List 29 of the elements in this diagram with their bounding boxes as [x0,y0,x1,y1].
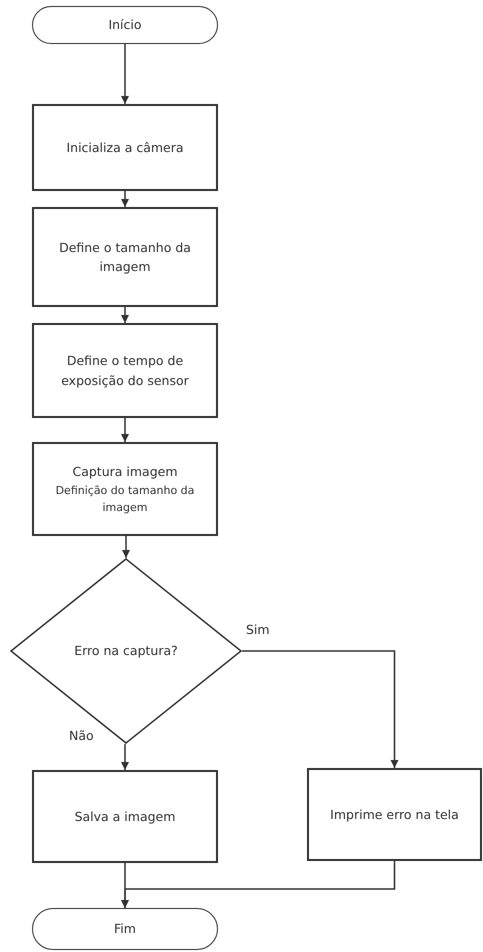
process-box [32,323,218,418]
decision-diamond [10,558,242,744]
node-label: Início [107,16,143,34]
node-label: Erro na captura? [73,642,179,660]
arrow [121,191,129,207]
node-label: Define o tamanho da imagem [58,238,192,276]
process-box [32,442,218,536]
node-label: Fim [113,920,137,938]
process-box [32,770,218,863]
edge-label: Sim [245,622,271,637]
arrow [121,44,129,104]
node-label: Define o tempo de exposição do sensor [60,352,190,390]
node-label: Imprime erro na tela [329,806,460,824]
node-label: Inicializa a câmera [65,138,185,157]
node-label: Salva a imagem [74,808,176,826]
arrow [121,418,129,442]
arrow [242,650,398,768]
node-label: Captura imagem [71,463,179,482]
arrow [121,861,396,908]
process-box [32,104,218,191]
process-box [32,207,218,307]
process-box [307,768,482,861]
arrow [122,536,130,558]
arrow [121,744,129,770]
arrow [121,307,129,323]
terminal-shape [32,908,218,950]
node-note: Definição do tamanho da imagem [54,482,196,516]
terminal-shape [32,6,218,44]
edge-label: Não [68,728,95,743]
